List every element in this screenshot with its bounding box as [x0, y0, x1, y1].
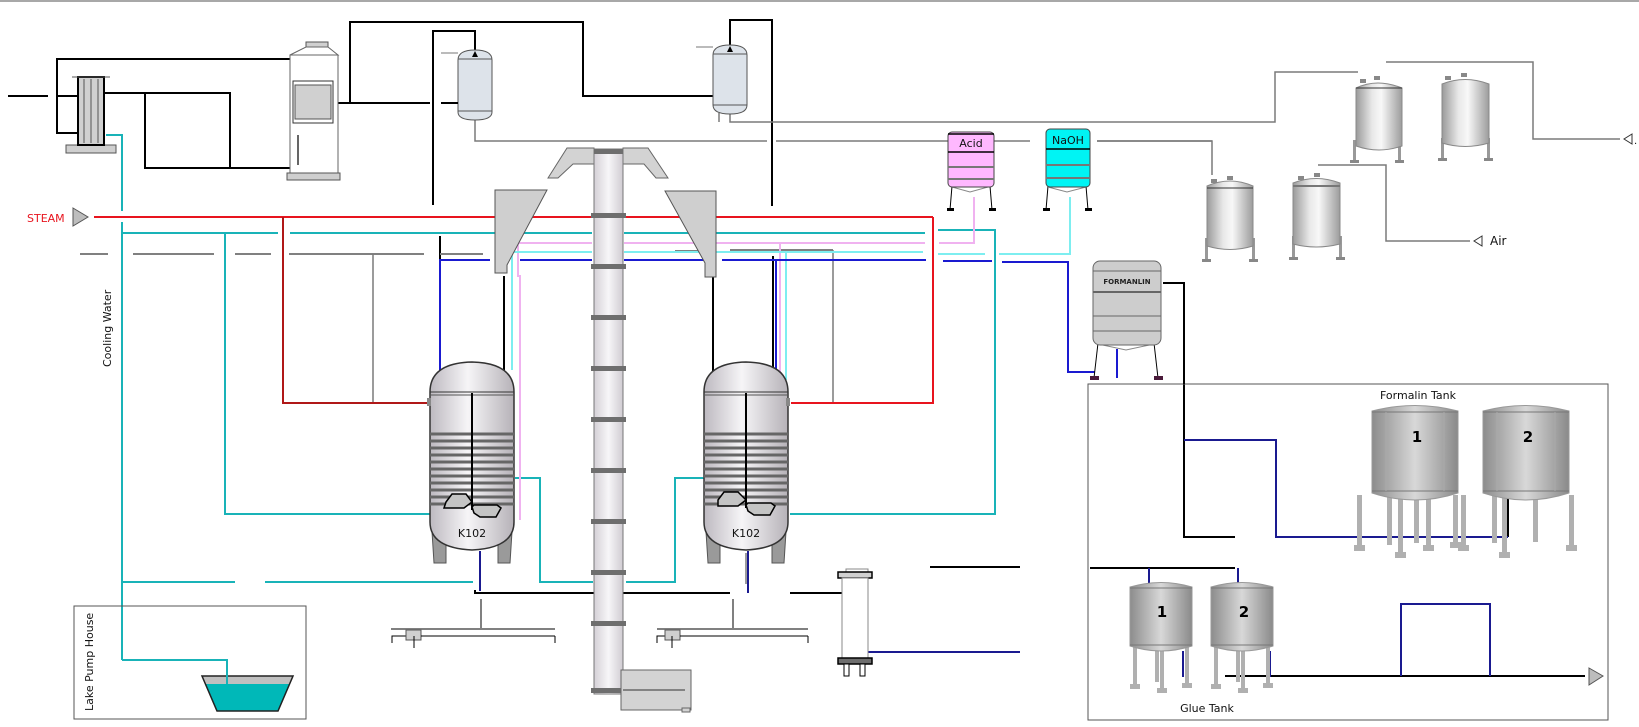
formanlin-day-tank[interactable]: FORMANLIN [1090, 260, 1163, 380]
piping-grey [80, 61, 1620, 630]
piping-naoh [508, 197, 1071, 380]
steam-label: STEAM [27, 212, 65, 225]
scrubber-column[interactable] [286, 41, 341, 181]
piping-acid [517, 197, 975, 520]
air-label: Air [1490, 234, 1507, 248]
separator-vessel-1[interactable] [441, 49, 493, 121]
formalin-tank-label: Formalin Tank [1380, 389, 1457, 402]
reactor-1-label: K102 [458, 527, 486, 540]
air-receiver-4[interactable] [1289, 173, 1345, 260]
right-edge-outlet[interactable]: . [1623, 133, 1637, 147]
naoh-tank[interactable]: NaOH [1043, 128, 1092, 211]
glue-outlet[interactable] [1588, 667, 1604, 686]
air-receiver-3[interactable] [1202, 176, 1258, 262]
lake-pump-house-label: Lake Pump House [83, 613, 96, 711]
glue-tank-2[interactable]: 2 [1210, 582, 1274, 694]
valve-left[interactable] [391, 629, 556, 648]
acid-tank-label: Acid [959, 137, 982, 150]
hopper-left[interactable] [494, 189, 548, 274]
bucket-elevator[interactable] [547, 147, 692, 713]
glue-tank-1-number: 1 [1157, 603, 1167, 621]
valve-right[interactable] [656, 629, 809, 648]
acid-tank[interactable]: Acid [947, 131, 996, 211]
piping-black [8, 19, 1585, 677]
formalin-tank-2[interactable]: 2 [1458, 405, 1577, 559]
formalin-tank-1-number: 1 [1412, 428, 1422, 446]
right-edge-marker: . [1634, 136, 1637, 147]
formalin-tank-2-number: 2 [1523, 428, 1533, 446]
cooling-water-label: Cooling Water [101, 289, 114, 367]
hopper-right[interactable] [664, 190, 717, 278]
air-receiver-2[interactable] [1438, 73, 1493, 161]
air-outlet[interactable]: Air [1473, 234, 1507, 248]
glue-tank-1[interactable]: 1 [1129, 582, 1193, 694]
lake-pump-house: Lake Pump House [73, 605, 307, 720]
top-border [0, 0, 1639, 2]
steam-inlet[interactable]: STEAM [27, 207, 89, 227]
air-receiver-1[interactable] [1350, 76, 1404, 163]
formanlin-tank-label: FORMANLIN [1103, 278, 1150, 286]
reactor-2-label: K102 [732, 527, 760, 540]
storage-area: Formalin Tank Glue Tank [1087, 283, 1609, 721]
reactor-k102-2[interactable]: K102 [703, 361, 790, 564]
reactor-k102-1[interactable]: K102 [427, 361, 515, 564]
lake-basin[interactable] [200, 660, 295, 712]
formalin-tank-1[interactable]: 1 [1354, 405, 1461, 559]
glue-tank-2-number: 2 [1239, 603, 1249, 621]
elevator-flanges [591, 213, 626, 693]
piping-cooling-water [106, 134, 996, 680]
filter[interactable] [837, 568, 873, 677]
glue-tank-label: Glue Tank [1180, 702, 1234, 715]
heat-exchanger[interactable] [65, 76, 117, 154]
separator-vessel-2[interactable] [696, 44, 748, 115]
naoh-tank-label: NaOH [1052, 134, 1084, 147]
